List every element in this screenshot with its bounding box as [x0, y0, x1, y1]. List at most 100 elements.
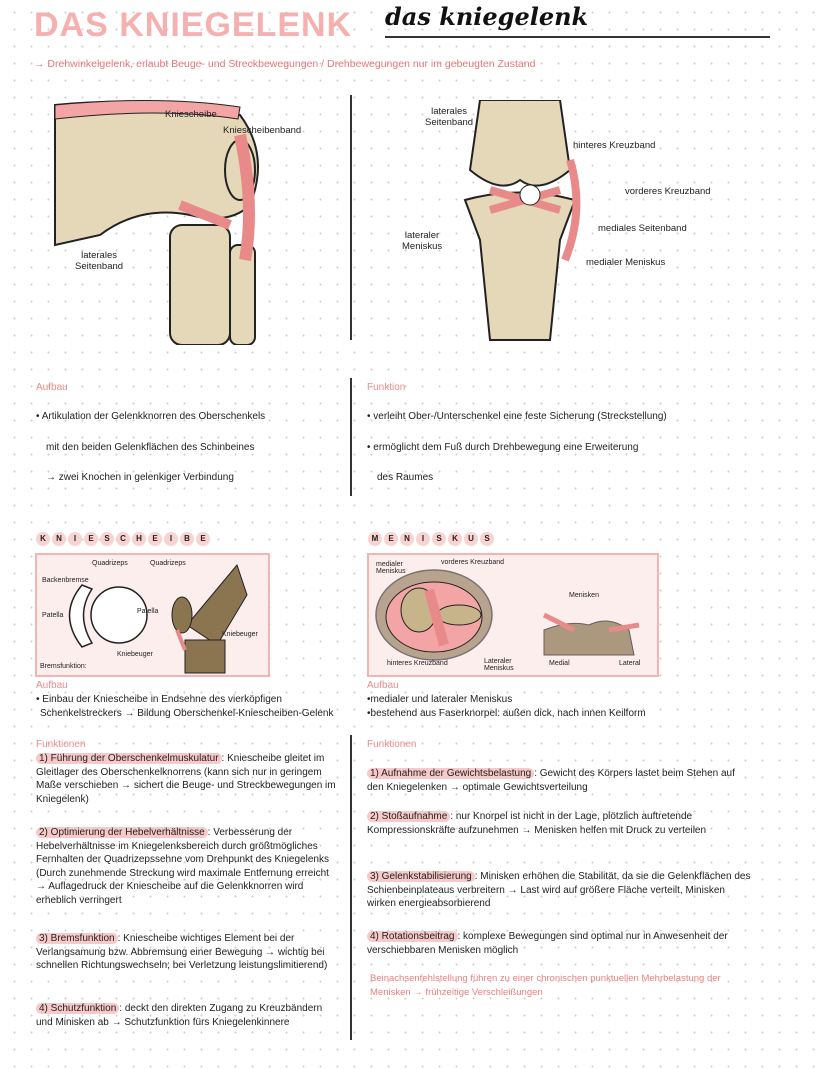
title-background: DAS KNIEGELENK	[34, 6, 353, 44]
label-hinteres-kreuzband: hinteres Kreuzband	[573, 140, 656, 151]
heading-letter: S	[480, 532, 494, 546]
heading-letter: I	[164, 532, 178, 546]
function-text: : Kniescheibe gleitet im Gleitlager des …	[36, 753, 336, 805]
label-menisken: Menisken	[569, 592, 599, 599]
heading-letter: S	[100, 532, 114, 546]
ks-aufbau: • Einbau der Kniescheibe in Endsehne des…	[36, 693, 346, 721]
function-item: 1) Führung der Oberschenkelmuskulatur: K…	[36, 752, 341, 806]
mn-aufbau-line: •medialer und lateraler Meniskus	[367, 694, 513, 705]
heading-letter: U	[464, 532, 478, 546]
ks-funktionen-heading: Funktionen	[36, 739, 86, 750]
label-hinteres-kreuzband: hinteres Kreuzband	[387, 660, 448, 667]
label-vorderes-kreuzband: vorderes Kreuzband	[625, 186, 711, 197]
meniskus-diagram: medialer Meniskus vorderes Kreuzband Men…	[367, 553, 659, 677]
aufbau-line: mit den beiden Gelenkflächen des Schinbe…	[46, 442, 255, 453]
aufbau-line: • Artikulation der Gelenkknorren des Obe…	[36, 411, 266, 422]
heading-letter: E	[148, 532, 162, 546]
function-item: 3) Bremsfunktion: Kniescheibe wichtiges …	[36, 932, 341, 973]
label-medial: Medial	[549, 660, 570, 667]
function-text: : Minisken erhöhen die Stabilität, da si…	[367, 871, 751, 909]
label-lateral: Lateral	[619, 660, 641, 667]
function-title: 2) Optimierung der Hebelverhältnisse	[36, 827, 208, 838]
divider	[350, 735, 352, 1040]
page-title: das kniegelenk	[385, 2, 589, 31]
heading-letter: S	[432, 532, 446, 546]
mn-aufbau-line: •bestehend aus Faserknorpel: außen dick,…	[367, 708, 646, 719]
heading-letter: M	[368, 532, 382, 546]
funktion-line: • verleiht Ober-/Unterschenkel eine fest…	[367, 411, 667, 422]
heading-letter: E	[84, 532, 98, 546]
label-medialer-meniskus: medialer Meniskus	[376, 561, 406, 575]
label-mediales-seitenband: mediales Seitenband	[598, 223, 687, 234]
label-laterales-seitenband: laterales Seitenband	[425, 106, 474, 128]
function-text: : komplexe Bewegungen sind optimal nur i…	[367, 931, 728, 956]
function-title: 3) Bremsfunktion	[36, 933, 118, 944]
label-kniescheibenband: Kniescheibenband	[223, 125, 302, 136]
aufbau-heading: Aufbau	[36, 382, 68, 393]
function-item: 4) Schutzfunktion: deckt den direkten Zu…	[36, 1002, 341, 1029]
meniskus-illustration	[375, 569, 640, 661]
heading-letter: N	[400, 532, 414, 546]
mn-funktionen-heading: Funktionen	[367, 739, 417, 750]
heading-letter: H	[132, 532, 146, 546]
label-bremsfunktion: Bremsfunktion:	[40, 663, 87, 670]
function-title: 4) Schutzfunktion	[36, 1003, 120, 1014]
knee-front-illustration	[463, 99, 581, 341]
label-laterales-seitenband: laterales Seitenband	[75, 250, 124, 272]
label-medialer-meniskus: medialer Meniskus	[586, 257, 666, 268]
heading-letter: I	[416, 532, 430, 546]
function-title: 1) Führung der Oberschenkelmuskulatur	[36, 753, 222, 764]
label-kniebeuger: Kniebeuger	[117, 651, 153, 658]
function-text: : nur Knorpel ist nicht in der Lage, plö…	[367, 811, 707, 836]
knee-side-diagram: Kniescheibe Kniescheibenband laterales S…	[40, 95, 340, 346]
label-kniebeuger: Kniebeuger	[222, 631, 258, 638]
kniescheibe-diagram: Quadrizeps Quadrizeps Backenbremse Patel…	[35, 553, 270, 677]
label-quadrizeps: Quadrizeps	[150, 560, 186, 567]
funktion-line: des Raumes	[377, 472, 434, 483]
heading-letter: C	[116, 532, 130, 546]
function-title: 2) Stoßaufnahme	[367, 811, 451, 822]
function-text: : Verbesserung der Hebelverhältnisse im …	[36, 827, 329, 906]
mn-aufbau-heading: Aufbau	[367, 680, 399, 691]
function-text: : deckt den direkten Zugang zu Kreuzbänd…	[36, 1003, 323, 1028]
function-item: 4) Rotationsbeitrag: komplexe Bewegungen…	[367, 930, 752, 957]
function-text: : Gewicht des Körpers lastet beim Stehen…	[367, 768, 735, 793]
function-text: : Kniescheibe wichtiges Element bei der …	[36, 933, 328, 971]
knee-side-illustration	[54, 99, 259, 346]
divider	[350, 378, 352, 496]
ks-aufbau-line: • Einbau der Kniescheibe in Endsehne des…	[36, 694, 282, 705]
label-backenbremse: Backenbremse	[42, 577, 89, 584]
divider	[350, 95, 352, 340]
title-underline	[385, 36, 770, 38]
ks-aufbau-line: Schenkelstreckers → Bildung Oberschenkel…	[40, 708, 334, 719]
knee-front-diagram: laterales Seitenband hinteres Kreuzband …	[370, 99, 790, 345]
function-item: 3) Gelenkstabilisierung: Minisken erhöhe…	[367, 870, 752, 911]
heading-letter: E	[384, 532, 398, 546]
function-item: 2) Optimierung der Hebelverhältnisse: Ve…	[36, 826, 341, 907]
meniskus-note: Beinachsenfehlstellung führen zu einer c…	[370, 973, 721, 998]
function-title: 3) Gelenkstabilisierung	[367, 871, 475, 882]
heading-letter: K	[36, 532, 50, 546]
heading-letter: B	[180, 532, 194, 546]
function-item: 2) Stoßaufnahme: nur Knorpel ist nicht i…	[367, 810, 752, 837]
label-lateraler-meniskus: lateraler Meniskus	[402, 230, 443, 252]
heading-letter: K	[448, 532, 462, 546]
aufbau-line: → zwei Knochen in gelenkiger Verbindung	[46, 472, 234, 483]
ks-aufbau-heading: Aufbau	[36, 680, 68, 691]
funktion-line: • ermöglicht dem Fuß durch Drehbewegung …	[367, 442, 639, 453]
label-quadrizeps: Quadrizeps	[92, 560, 128, 567]
label-patella: Patella	[137, 608, 159, 615]
heading-letter: N	[52, 532, 66, 546]
heading-letter: E	[196, 532, 210, 546]
function-title: 4) Rotationsbeitrag	[367, 931, 458, 942]
function-item: 1) Aufnahme der Gewichtsbelastung: Gewic…	[367, 767, 752, 794]
function-title: 1) Aufnahme der Gewichtsbelastung	[367, 768, 535, 779]
funktion-heading: Funktion	[367, 382, 406, 393]
label-vorderes-kreuzband: vorderes Kreuzband	[441, 559, 505, 566]
heading-letter: I	[68, 532, 82, 546]
kniescheibe-illustration	[68, 563, 248, 674]
subtitle: → Drehwinkelgelenk, erlaubt Beuge- und S…	[34, 58, 536, 70]
label-kniescheibe: Kniescheibe	[165, 109, 217, 120]
